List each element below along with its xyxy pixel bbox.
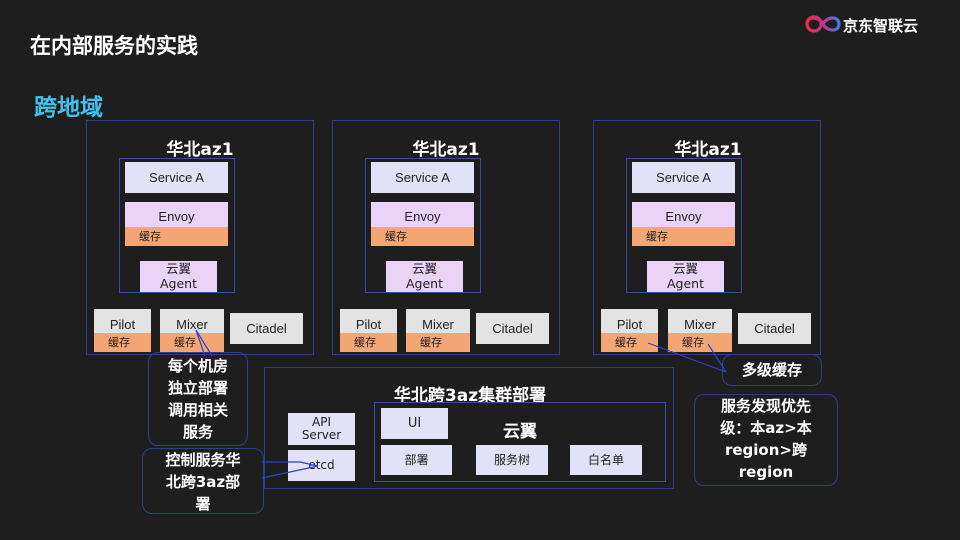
citadel-box: Citadel [476, 313, 549, 344]
callout-line: 服务 [182, 423, 213, 441]
etcd-box: etcd [288, 450, 355, 481]
callout-line: 服务发现优先 [720, 397, 811, 415]
callout-line: 每个机房 [167, 357, 228, 375]
callout-discovery: 服务发现优先 级：本az>本 region>跨 region [694, 394, 838, 486]
envoy-box: Envoy [125, 202, 228, 229]
service-pod [119, 158, 235, 293]
agent-line2: Agent [406, 276, 443, 291]
mixer-cache: 缓存 [160, 333, 224, 352]
yunyi-agent-box: 云翼 Agent [647, 261, 724, 292]
citadel-box: Citadel [738, 313, 811, 344]
api-line1: API [312, 415, 331, 429]
pilot-box: Pilot [601, 309, 658, 333]
mixer-box: Mixer [668, 309, 732, 333]
envoy-cache: 缓存 [371, 227, 474, 246]
callout-line: 级：本az>本 [720, 419, 812, 437]
callout-line: 多级缓存 [741, 361, 802, 379]
brand-logo: 京东智联云 [805, 12, 945, 36]
service-pod [365, 158, 481, 293]
callout-line: region [738, 463, 794, 481]
callout-per-room: 每个机房 独立部署 调用相关 服务 [148, 352, 248, 446]
pointer-line [261, 461, 319, 479]
callout-line: 北跨3az部 [165, 473, 241, 491]
yunyi-agent-box: 云翼 Agent [140, 261, 217, 292]
pointer-line [647, 342, 727, 373]
yunyi-panel [374, 402, 666, 482]
api-line2: Server [301, 428, 342, 442]
callout-control: 控制服务华 北跨3az部 署 [142, 448, 264, 514]
callout-line: 调用相关 [167, 401, 228, 419]
agent-line2: Agent [667, 276, 704, 291]
service-a-box: Service A [632, 162, 735, 193]
region-az1-c [593, 120, 821, 355]
agent-line1: 云翼 [411, 261, 437, 276]
pilot-cache: 缓存 [340, 333, 397, 352]
callout-line: region>跨 [724, 441, 807, 459]
service-a-box: Service A [371, 162, 474, 193]
agent-line1: 云翼 [672, 261, 698, 276]
region-az1-a [86, 120, 314, 355]
deploy-box: 部署 [381, 445, 452, 475]
yunyi-agent-box: 云翼 Agent [386, 261, 463, 292]
region-title: 华北az1 [674, 140, 742, 160]
pilot-cache: 缓存 [94, 333, 151, 352]
mixer-cache: 缓存 [668, 333, 732, 352]
yunyi-title: 云翼 [503, 422, 537, 442]
callout-line: 署 [195, 495, 211, 513]
mixer-cache: 缓存 [406, 333, 470, 352]
mixer-box: Mixer [160, 309, 224, 333]
callout-multilevel-cache: 多级缓存 [722, 354, 822, 386]
section-title: 跨地域 [34, 95, 103, 121]
whitelist-box: 白名单 [570, 445, 642, 475]
brand-name: 京东智联云 [843, 17, 919, 35]
cluster-title: 华北跨3az集群部署 [393, 386, 547, 406]
page-title: 在内部服务的实践 [30, 34, 198, 58]
envoy-box: Envoy [371, 202, 474, 229]
agent-line1: 云翼 [165, 261, 191, 276]
cluster-panel [264, 367, 674, 489]
region-title: 华北az1 [166, 140, 234, 160]
ui-box: UI [381, 408, 448, 439]
region-az1-b [332, 120, 560, 355]
callout-line: 独立部署 [167, 379, 228, 397]
service-tree-box: 服务树 [476, 445, 548, 475]
citadel-box: Citadel [230, 313, 303, 344]
pilot-box: Pilot [340, 309, 397, 333]
envoy-cache: 缓存 [125, 227, 228, 246]
service-pod [626, 158, 742, 293]
pointer-line [195, 329, 213, 357]
jd-cloud-logo-icon [805, 15, 841, 33]
agent-line2: Agent [160, 276, 197, 291]
region-title: 华北az1 [412, 140, 480, 160]
pilot-cache: 缓存 [601, 333, 658, 352]
api-server-box: API Server [288, 413, 355, 445]
mixer-box: Mixer [406, 309, 470, 333]
service-a-box: Service A [125, 162, 228, 193]
pilot-box: Pilot [94, 309, 151, 333]
envoy-box: Envoy [632, 202, 735, 229]
envoy-cache: 缓存 [632, 227, 735, 246]
callout-line: 控制服务华 [165, 451, 241, 469]
